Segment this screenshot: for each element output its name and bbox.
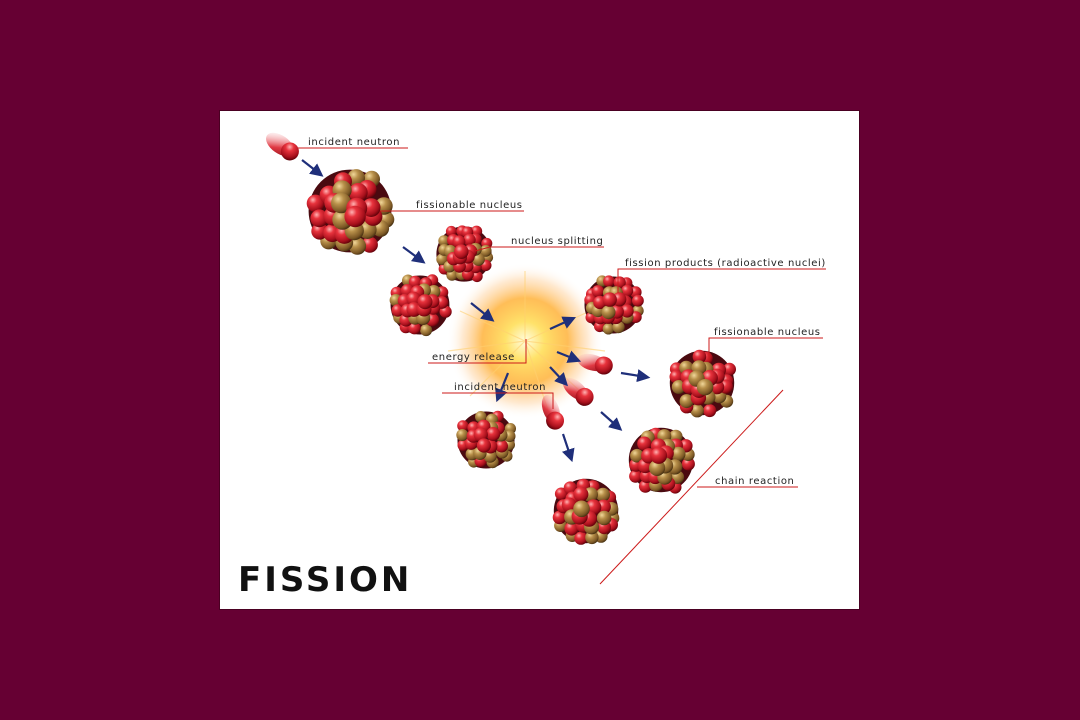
proton-particle bbox=[406, 291, 421, 307]
label-text: fissionable nucleus bbox=[416, 200, 523, 211]
proton-particle bbox=[417, 294, 433, 310]
label-text: nucleus splitting bbox=[511, 236, 603, 247]
proton-particle bbox=[723, 362, 736, 376]
proton-particle bbox=[408, 321, 421, 335]
proton-particle bbox=[348, 183, 368, 202]
proton-particle bbox=[632, 294, 644, 307]
label-nucleus-splitting: nucleus splitting bbox=[474, 236, 604, 252]
neutron-particle bbox=[438, 235, 450, 247]
proton-particle bbox=[603, 275, 615, 287]
neutron-particle bbox=[602, 323, 615, 335]
proton-particle bbox=[637, 436, 652, 451]
proton-particle bbox=[344, 205, 366, 228]
released-neutron-2 bbox=[562, 377, 594, 406]
nucleus-fragment-lower bbox=[389, 274, 452, 337]
neutron-particle bbox=[649, 459, 666, 476]
fission-diagram: incident neutron fissionable nucleus nuc… bbox=[238, 132, 826, 600]
proton-particle bbox=[574, 531, 588, 545]
neutron-particle bbox=[573, 500, 590, 518]
proton-particle bbox=[391, 304, 405, 317]
proton-particle bbox=[445, 225, 457, 237]
neutron-particle bbox=[596, 510, 612, 526]
label-fission-products: fission products (radioactive nuclei) bbox=[617, 258, 826, 293]
neutron-particle bbox=[679, 394, 694, 409]
chain-nucleus-bottom bbox=[552, 478, 620, 545]
proton-particle bbox=[629, 469, 642, 483]
neutron-particle bbox=[472, 253, 485, 266]
fission-product-nucleus-lower bbox=[456, 410, 516, 469]
proton-particle bbox=[563, 481, 577, 495]
released-neutron-3 bbox=[541, 395, 565, 430]
label-incident-neutron-top: incident neutron bbox=[298, 137, 408, 149]
proton-particle bbox=[454, 244, 469, 259]
label-text: incident neutron bbox=[308, 137, 400, 148]
chain-nucleus-right bbox=[628, 427, 695, 494]
reaction-arrows bbox=[301, 159, 651, 463]
proton-particle bbox=[408, 275, 422, 289]
label-fissionable-nucleus-1: fissionable nucleus bbox=[380, 200, 524, 212]
proton-particle bbox=[473, 427, 488, 442]
neutron-particle bbox=[420, 324, 433, 337]
proton-particle bbox=[361, 198, 381, 217]
proton-particle bbox=[476, 438, 491, 453]
proton-particle bbox=[486, 427, 501, 441]
diagram-title: FISSION bbox=[238, 560, 412, 600]
proton-particle bbox=[591, 285, 604, 298]
neutron-particle bbox=[630, 448, 644, 463]
neutron-particle bbox=[479, 245, 492, 257]
proton-particle bbox=[650, 447, 668, 464]
proton-particle bbox=[561, 497, 577, 513]
proton-particle bbox=[602, 292, 617, 307]
neutron-particle bbox=[436, 253, 448, 265]
proton-particle bbox=[573, 486, 589, 502]
neutron-particle bbox=[690, 404, 704, 418]
neutron-particle bbox=[456, 429, 469, 441]
neutron-particle bbox=[601, 305, 616, 320]
proton-particle bbox=[638, 479, 652, 493]
proton-particle bbox=[552, 510, 567, 525]
proton-particle bbox=[310, 209, 329, 228]
proton-particle bbox=[361, 236, 378, 253]
neutron-particle bbox=[596, 487, 610, 502]
neutron-particle bbox=[671, 380, 686, 394]
label-fissionable-nucleus-2: fissionable nucleus bbox=[708, 327, 823, 361]
label-text: fissionable nucleus bbox=[714, 327, 821, 338]
proton-particle bbox=[306, 194, 325, 213]
proton-particle bbox=[621, 284, 634, 297]
label-text: fission products (radioactive nuclei) bbox=[625, 258, 826, 269]
label-text: incident neutron bbox=[454, 382, 546, 393]
proton-particle bbox=[463, 233, 476, 246]
neutron-particle bbox=[671, 446, 686, 462]
proton-particle bbox=[613, 276, 626, 289]
proton-particle bbox=[681, 457, 695, 471]
proton-particle bbox=[620, 304, 634, 318]
neutron-particle bbox=[696, 379, 714, 396]
proton-particle bbox=[457, 420, 469, 432]
proton-particle bbox=[703, 404, 717, 418]
proton-particle bbox=[495, 439, 508, 453]
label-text: chain reaction bbox=[715, 476, 794, 487]
proton-particle bbox=[692, 349, 707, 364]
nucleus-fragment-upper bbox=[436, 225, 494, 283]
neutron-particle bbox=[348, 237, 367, 255]
fission-product-nucleus bbox=[584, 275, 644, 335]
fissionable-nucleus-2 bbox=[669, 349, 736, 418]
diagram-panel: incident neutron fissionable nucleus nuc… bbox=[219, 110, 860, 610]
label-incident-neutron-mid: incident neutron bbox=[442, 382, 554, 409]
fissionable-nucleus-1 bbox=[306, 169, 395, 255]
proton-particle bbox=[471, 270, 483, 283]
incident-neutron-top bbox=[265, 132, 299, 161]
released-neutron-1 bbox=[577, 353, 613, 375]
label-energy-release: energy release bbox=[428, 339, 527, 364]
label-chain-reaction: chain reaction bbox=[599, 389, 798, 585]
proton-particle bbox=[564, 521, 579, 536]
neutron-particle bbox=[585, 530, 599, 545]
label-text: energy release bbox=[432, 352, 515, 363]
